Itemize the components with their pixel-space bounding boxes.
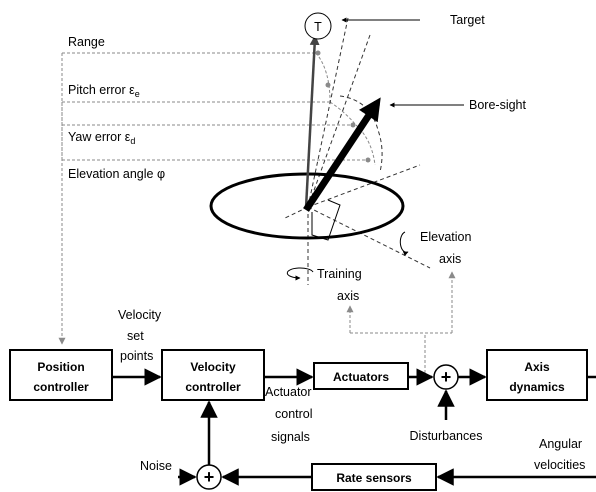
rate-sensors-label: Rate sensors xyxy=(336,471,412,485)
target-label: Target xyxy=(450,13,485,27)
axis-dynamics-block xyxy=(486,349,588,401)
pitch-error-label: Pitch error εe xyxy=(68,83,140,99)
actuator-control-signals-label-2: control xyxy=(275,407,313,421)
target-circle xyxy=(304,12,332,40)
velocity-controller-label-1: Velocity xyxy=(190,360,236,374)
velocity-set-points-label-1: Velocity xyxy=(118,308,162,322)
disturbances-label: Disturbances xyxy=(410,429,483,443)
axes-feedback-lines xyxy=(346,271,456,373)
noise-summing-symbol: + xyxy=(204,467,215,487)
position-controller-block xyxy=(9,349,113,401)
elevation-angle-label: Elevation angle φ xyxy=(68,167,165,181)
actuators-label: Actuators xyxy=(333,370,389,384)
angular-velocities-label-1: Angular xyxy=(539,437,582,451)
actuator-control-signals-label-1: Actuator xyxy=(265,385,312,399)
axis-dynamics-label-1: Axis xyxy=(524,360,550,374)
target-symbol: T xyxy=(314,20,322,34)
actuator-control-signals-label-3: signals xyxy=(271,430,310,444)
range-label: Range xyxy=(68,35,105,49)
elevation-rotation-icon xyxy=(399,231,409,257)
noise-label: Noise xyxy=(140,459,172,473)
angle-arcs xyxy=(284,17,431,285)
target-ray xyxy=(304,35,320,209)
training-axis-label-1: Training xyxy=(317,267,362,281)
yaw-error-label: Yaw error εd xyxy=(68,130,135,146)
boresight-arrow xyxy=(303,97,381,212)
signal-connections xyxy=(112,368,596,486)
training-rotation-icon xyxy=(286,267,314,281)
actuators-block xyxy=(313,362,409,390)
velocity-controller-label-2: controller xyxy=(185,380,241,394)
turret-mount xyxy=(311,199,341,241)
training-axis-label-2: axis xyxy=(337,289,359,303)
axis-dynamics-label-2: dynamics xyxy=(509,380,565,394)
elevation-axis-label-1: Elevation xyxy=(420,230,471,244)
angle-guide-lines xyxy=(58,52,370,345)
position-controller-label-1: Position xyxy=(37,360,84,374)
angular-velocities-label-2: velocities xyxy=(534,458,585,472)
elevation-axis-label-2: axis xyxy=(439,252,461,266)
boresight-label: Bore-sight xyxy=(469,98,526,112)
velocity-controller-block xyxy=(161,349,265,401)
velocity-set-points-label-2: set xyxy=(127,329,144,343)
disturbance-summing-symbol: + xyxy=(441,367,452,387)
velocity-set-points-label-3: points xyxy=(120,349,153,363)
position-controller-label-2: controller xyxy=(33,380,89,394)
